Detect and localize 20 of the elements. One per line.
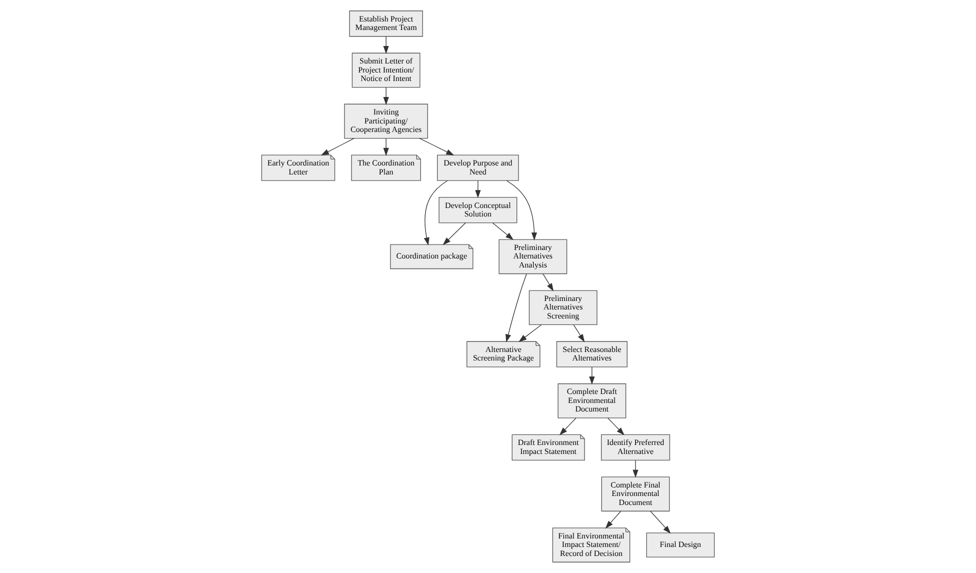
arrow xyxy=(518,324,542,342)
arrow xyxy=(383,87,389,106)
arrow xyxy=(506,273,527,342)
arrow xyxy=(605,510,622,529)
arrow xyxy=(419,138,454,156)
arrow xyxy=(559,418,576,436)
arrow xyxy=(589,366,595,385)
arrow xyxy=(632,460,638,478)
arrow xyxy=(608,418,624,436)
arrow xyxy=(492,222,514,240)
arrow xyxy=(320,138,354,156)
arrow xyxy=(475,180,481,198)
arrow xyxy=(424,180,448,246)
arrow xyxy=(650,510,671,534)
arrow xyxy=(573,324,585,342)
arrow xyxy=(506,180,538,241)
arrow xyxy=(442,222,466,246)
arrow xyxy=(383,138,389,156)
arrow xyxy=(542,274,554,292)
arrow xyxy=(383,36,389,54)
